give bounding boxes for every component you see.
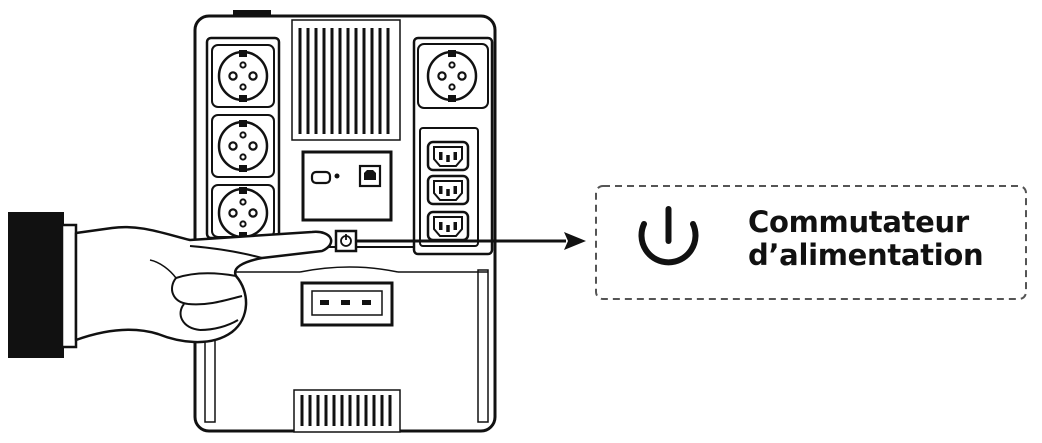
right-outlet-panel — [412, 36, 494, 256]
hand-pointing-icon — [8, 212, 333, 358]
display-panel — [300, 281, 394, 327]
power-icon — [638, 206, 699, 266]
top-vent — [291, 19, 401, 141]
pointer-arrow — [356, 232, 586, 250]
callout-label-line1: Commutateur — [748, 205, 969, 239]
bottom-vent — [293, 389, 401, 433]
callout-label: Commutateur d’alimentation — [748, 206, 1008, 272]
callout-box — [595, 185, 1027, 300]
callout-label-line2: d’alimentation — [748, 238, 984, 272]
left-outlet-panel — [205, 36, 281, 241]
usb-c-port-icon — [310, 170, 332, 185]
port-panel — [301, 150, 393, 222]
device-power-button[interactable] — [334, 229, 358, 253]
